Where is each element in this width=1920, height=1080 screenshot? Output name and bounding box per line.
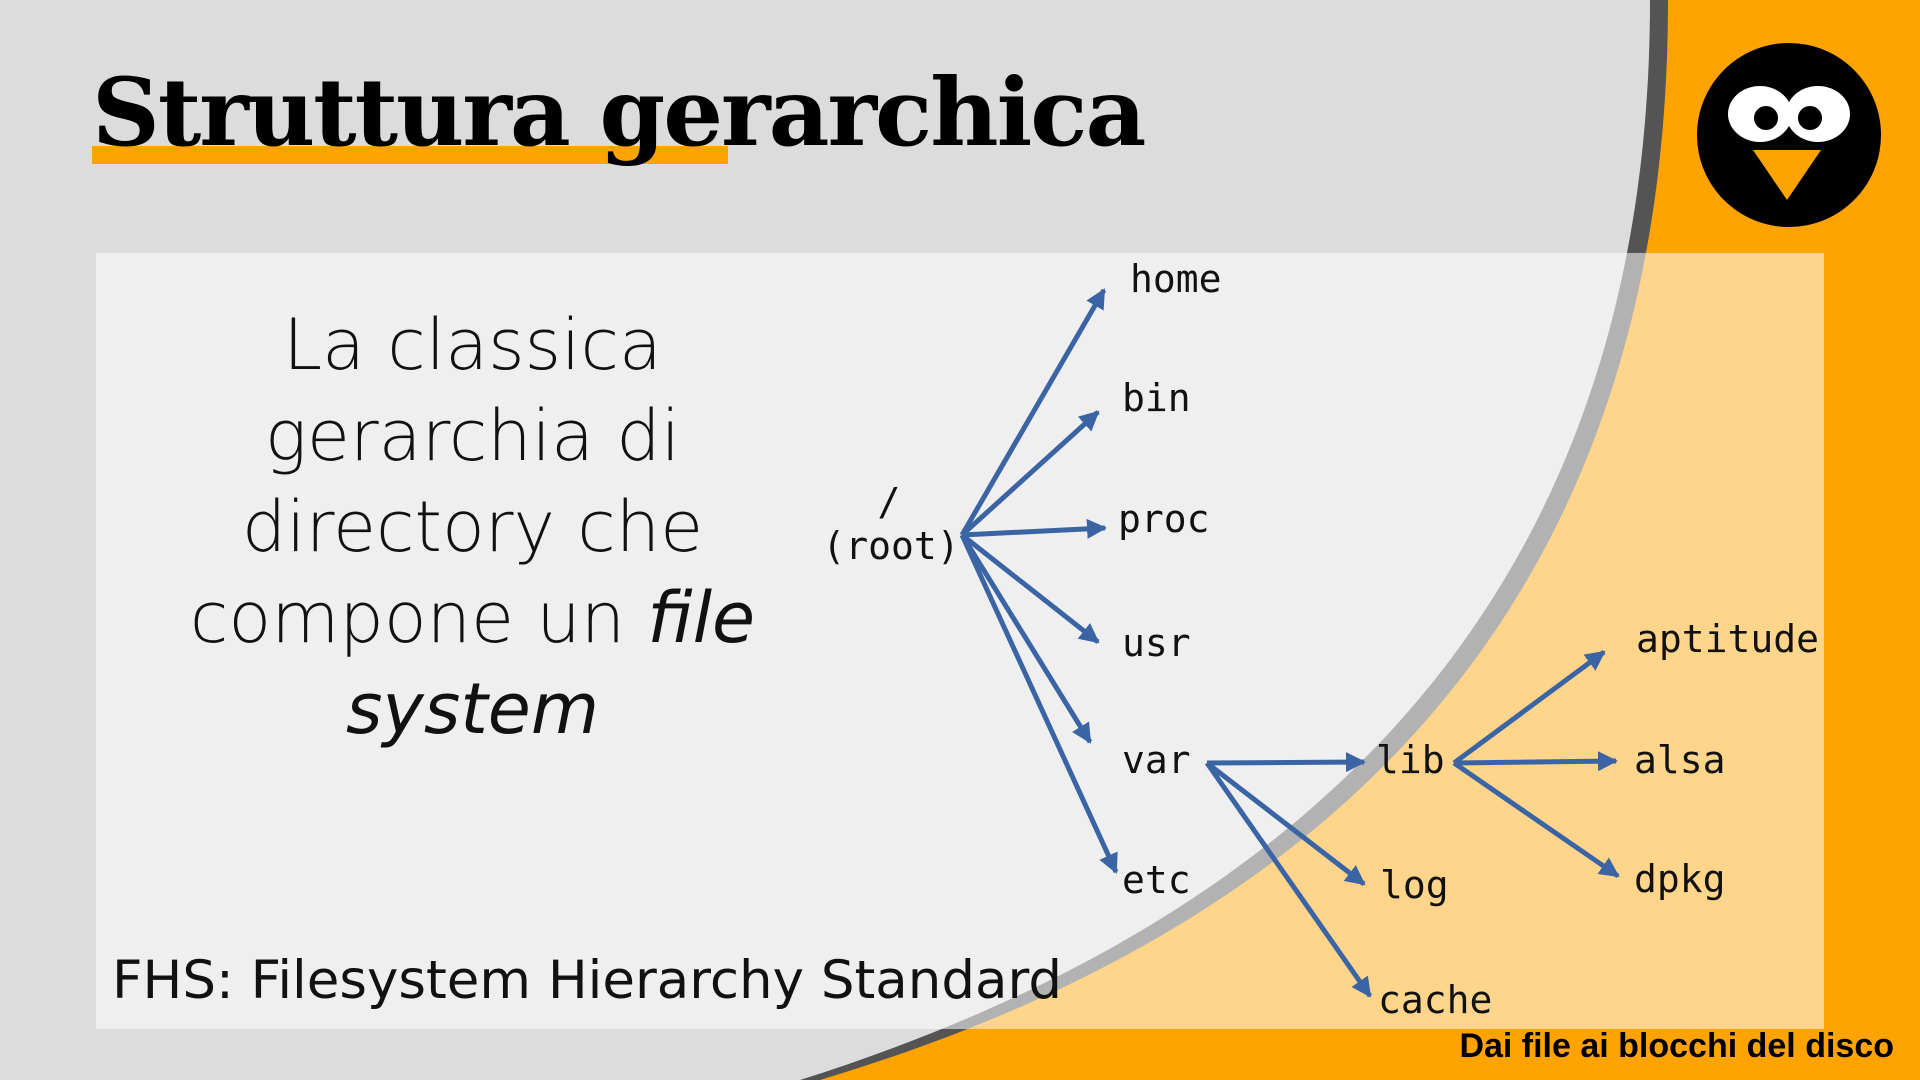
description-italic: file <box>647 577 756 659</box>
dir-label-cache: cache <box>1378 978 1492 1022</box>
title-underline <box>92 146 728 164</box>
arrow-root-bin <box>960 410 1100 537</box>
dir-label-lib: lib <box>1376 738 1445 782</box>
owl-logo-icon <box>1697 43 1881 227</box>
dir-label-bin: bin <box>1122 376 1191 420</box>
description-line: system <box>345 668 600 750</box>
slide-title: Struttura gerarchica <box>92 58 1146 168</box>
description-line: compone un file <box>150 573 795 664</box>
description-text: La classica gerarchia di directory che c… <box>150 300 795 755</box>
arrow-lib-aptitude <box>1452 649 1606 766</box>
description-prefix: compone un <box>189 577 648 659</box>
dir-label-var: var <box>1122 738 1191 782</box>
dir-label-log: log <box>1380 863 1449 907</box>
arrow-var-cache <box>1204 761 1373 998</box>
content-panel <box>96 253 1824 1029</box>
root-slash-label: / <box>878 480 901 524</box>
description-line: directory che <box>241 486 704 568</box>
arrow-root-var <box>959 533 1093 744</box>
arrow-var-lib <box>1206 752 1366 773</box>
dir-label-proc: proc <box>1118 497 1210 541</box>
arrow-root-usr <box>960 533 1100 644</box>
dir-label-dpkg: dpkg <box>1634 857 1726 901</box>
description-line: gerarchia di <box>264 395 681 477</box>
arrow-var-log <box>1205 761 1366 886</box>
description-line: La classica <box>283 304 662 386</box>
dir-label-usr: usr <box>1122 621 1191 665</box>
footer-caption: Dai file ai blocchi del disco <box>1459 1027 1894 1065</box>
arrow-root-proc <box>961 518 1107 539</box>
dir-label-aptitude: aptitude <box>1636 617 1819 661</box>
dir-label-etc: etc <box>1122 858 1191 902</box>
dir-label-alsa: alsa <box>1634 738 1726 782</box>
arrow-root-etc <box>959 533 1119 874</box>
fhs-caption: FHS: Filesystem Hierarchy Standard <box>112 950 1062 1011</box>
dir-label-home: home <box>1130 257 1222 301</box>
arrow-lib-alsa <box>1453 751 1618 772</box>
arrow-lib-dpkg <box>1452 760 1620 879</box>
arrow-root-home <box>959 288 1107 537</box>
root-label: (root) <box>822 524 959 568</box>
